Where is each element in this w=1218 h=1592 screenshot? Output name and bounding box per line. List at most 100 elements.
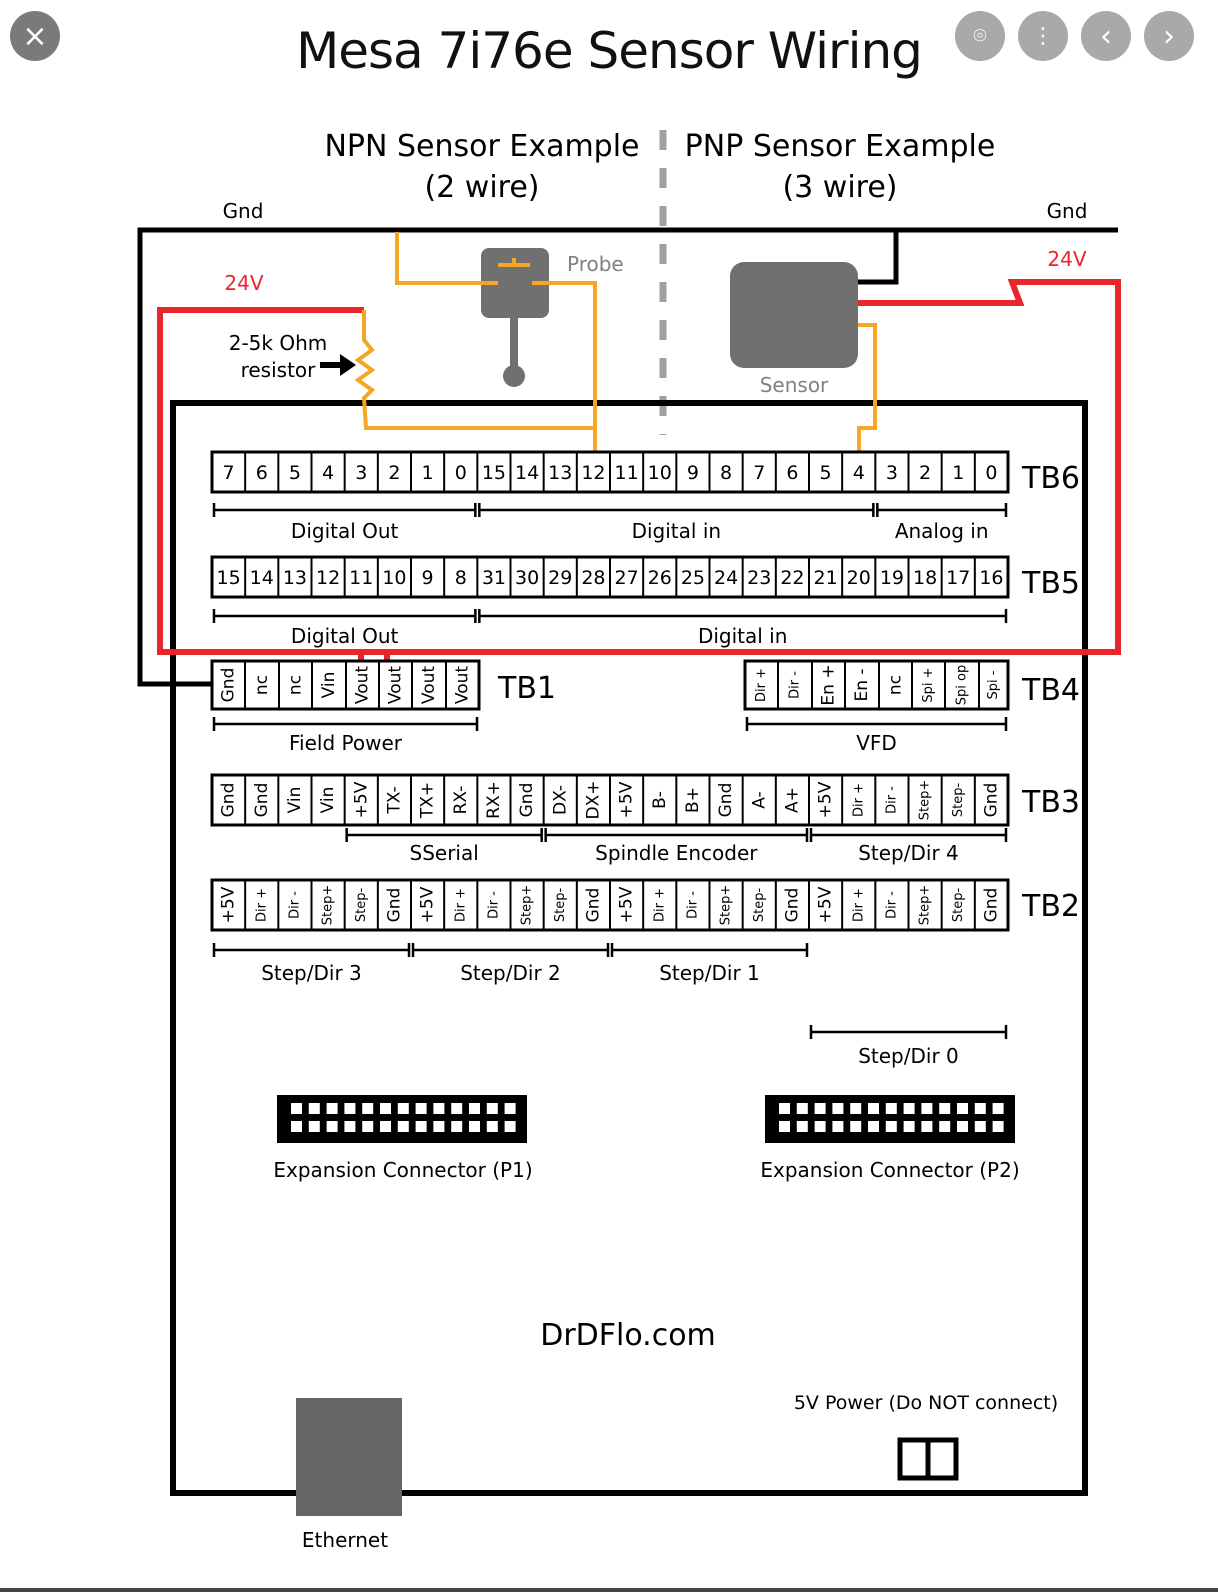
pin-label[interactable]: Dir -	[884, 786, 899, 814]
pin-label[interactable]: +5V	[351, 781, 371, 818]
pin-label[interactable]: 23	[747, 567, 771, 589]
pin-label[interactable]: RX+	[484, 781, 504, 819]
pin-label[interactable]: En +	[819, 664, 839, 705]
pin-label[interactable]: DX+	[583, 781, 603, 820]
pin-label[interactable]: nc	[286, 675, 306, 695]
pin-label[interactable]: 31	[482, 567, 506, 589]
pin-label[interactable]: B+	[683, 787, 703, 813]
pin-label[interactable]: 21	[813, 567, 837, 589]
pin-label[interactable]: Vout	[453, 666, 473, 704]
pin-label[interactable]: 6	[786, 462, 798, 484]
pin-label[interactable]: 19	[880, 567, 904, 589]
pin-label[interactable]: 4	[853, 462, 865, 484]
pin-label[interactable]: 17	[946, 567, 970, 589]
pin-label[interactable]: 8	[720, 462, 732, 484]
pin-label[interactable]: 6	[256, 462, 268, 484]
pin-label[interactable]: nc	[886, 675, 906, 695]
pin-label[interactable]: Step+	[719, 885, 734, 926]
pin-label[interactable]: Dir +	[453, 888, 468, 922]
pin-label[interactable]: Spi -	[986, 670, 1001, 699]
pin-label[interactable]: Vin	[319, 672, 339, 699]
pin-label[interactable]: 9	[687, 462, 699, 484]
pin-label[interactable]: Dir -	[287, 891, 302, 919]
pin-label[interactable]: Dir +	[652, 888, 667, 922]
pin-label[interactable]: Step+	[520, 885, 535, 926]
pin-label[interactable]: 11	[349, 567, 373, 589]
pin-label[interactable]: Dir -	[486, 891, 501, 919]
pin-label[interactable]: Step+	[918, 780, 933, 821]
pin-label[interactable]: RX-	[451, 786, 471, 815]
pin-label[interactable]: 3	[886, 462, 898, 484]
pin-label[interactable]: Vin	[285, 787, 305, 814]
pin-label[interactable]: 5	[289, 462, 301, 484]
next-icon[interactable]: ›	[1144, 11, 1194, 61]
pin-label[interactable]: 14	[250, 567, 274, 589]
pin-label[interactable]: +5V	[617, 781, 637, 818]
pin-label[interactable]: Gnd	[782, 888, 802, 923]
pin-label[interactable]: A+	[782, 787, 802, 813]
pin-label[interactable]: Gnd	[219, 783, 239, 818]
pin-label[interactable]: 28	[581, 567, 605, 589]
pin-label[interactable]: 27	[614, 567, 638, 589]
pin-label[interactable]: Gnd	[583, 888, 603, 923]
pin-label[interactable]: 0	[985, 462, 997, 484]
pin-label[interactable]: Gnd	[716, 783, 736, 818]
pin-label[interactable]: Spi +	[921, 667, 936, 702]
pin-label[interactable]: Dir +	[754, 668, 769, 702]
pin-label[interactable]: 0	[455, 462, 467, 484]
pin-label[interactable]: 11	[614, 462, 638, 484]
pin-label[interactable]: Dir -	[884, 891, 899, 919]
pin-label[interactable]: 4	[322, 462, 334, 484]
pin-label[interactable]: 15	[216, 567, 240, 589]
pin-label[interactable]: +5V	[816, 781, 836, 818]
pin-label[interactable]: Dir -	[788, 671, 803, 699]
pin-label[interactable]: 14	[515, 462, 539, 484]
pin-label[interactable]: 7	[753, 462, 765, 484]
pin-label[interactable]: Dir -	[685, 891, 700, 919]
pin-label[interactable]: 12	[581, 462, 605, 484]
pin-label[interactable]: Dir +	[254, 888, 269, 922]
pin-label[interactable]: 13	[548, 462, 572, 484]
pin-label[interactable]: Spi op	[955, 665, 970, 705]
pin-label[interactable]: 25	[681, 567, 705, 589]
pin-label[interactable]: Step-	[951, 888, 966, 923]
pin-label[interactable]: Dir +	[851, 888, 866, 922]
pin-label[interactable]: 7	[223, 462, 235, 484]
pin-label[interactable]: 15	[482, 462, 506, 484]
pin-label[interactable]: Dir +	[851, 783, 866, 817]
pin-label[interactable]: 9	[422, 567, 434, 589]
pin-label[interactable]: Gnd	[219, 668, 239, 703]
pin-label[interactable]: 12	[316, 567, 340, 589]
pin-label[interactable]: +5V	[617, 886, 637, 923]
pin-label[interactable]: Gnd	[517, 783, 537, 818]
pin-label[interactable]: Gnd	[981, 783, 1001, 818]
pin-label[interactable]: B-	[650, 791, 670, 809]
pin-label[interactable]: Vout	[353, 666, 373, 704]
pin-label[interactable]: 8	[455, 567, 467, 589]
pin-label[interactable]: A-	[749, 791, 769, 808]
pin-label[interactable]: Step-	[354, 888, 369, 923]
pin-label[interactable]: Gnd	[981, 888, 1001, 923]
close-icon[interactable]: ×	[10, 11, 60, 61]
more-options-icon[interactable]: ⋮	[1018, 11, 1068, 61]
pin-label[interactable]: 1	[422, 462, 434, 484]
previous-icon[interactable]: ‹	[1081, 11, 1131, 61]
pin-label[interactable]: TX-	[384, 786, 404, 814]
visual-search-icon[interactable]: ⌾	[955, 11, 1005, 61]
pin-label[interactable]: Step+	[918, 885, 933, 926]
pin-label[interactable]: 24	[714, 567, 738, 589]
pin-label[interactable]: Gnd	[384, 888, 404, 923]
pin-label[interactable]: 26	[648, 567, 672, 589]
pin-label[interactable]: 2	[919, 462, 931, 484]
pin-label[interactable]: nc	[252, 675, 272, 695]
pin-label[interactable]: Step+	[321, 885, 336, 926]
pin-label[interactable]: Vin	[318, 787, 338, 814]
pin-label[interactable]: 18	[913, 567, 937, 589]
pin-label[interactable]: TX+	[418, 782, 438, 819]
pin-label[interactable]: 30	[515, 567, 539, 589]
pin-label[interactable]: 10	[648, 462, 672, 484]
pin-label[interactable]: Vout	[419, 666, 439, 704]
pin-label[interactable]: +5V	[219, 886, 239, 923]
pin-label[interactable]: +5V	[418, 886, 438, 923]
pin-label[interactable]: Vout	[386, 666, 406, 704]
